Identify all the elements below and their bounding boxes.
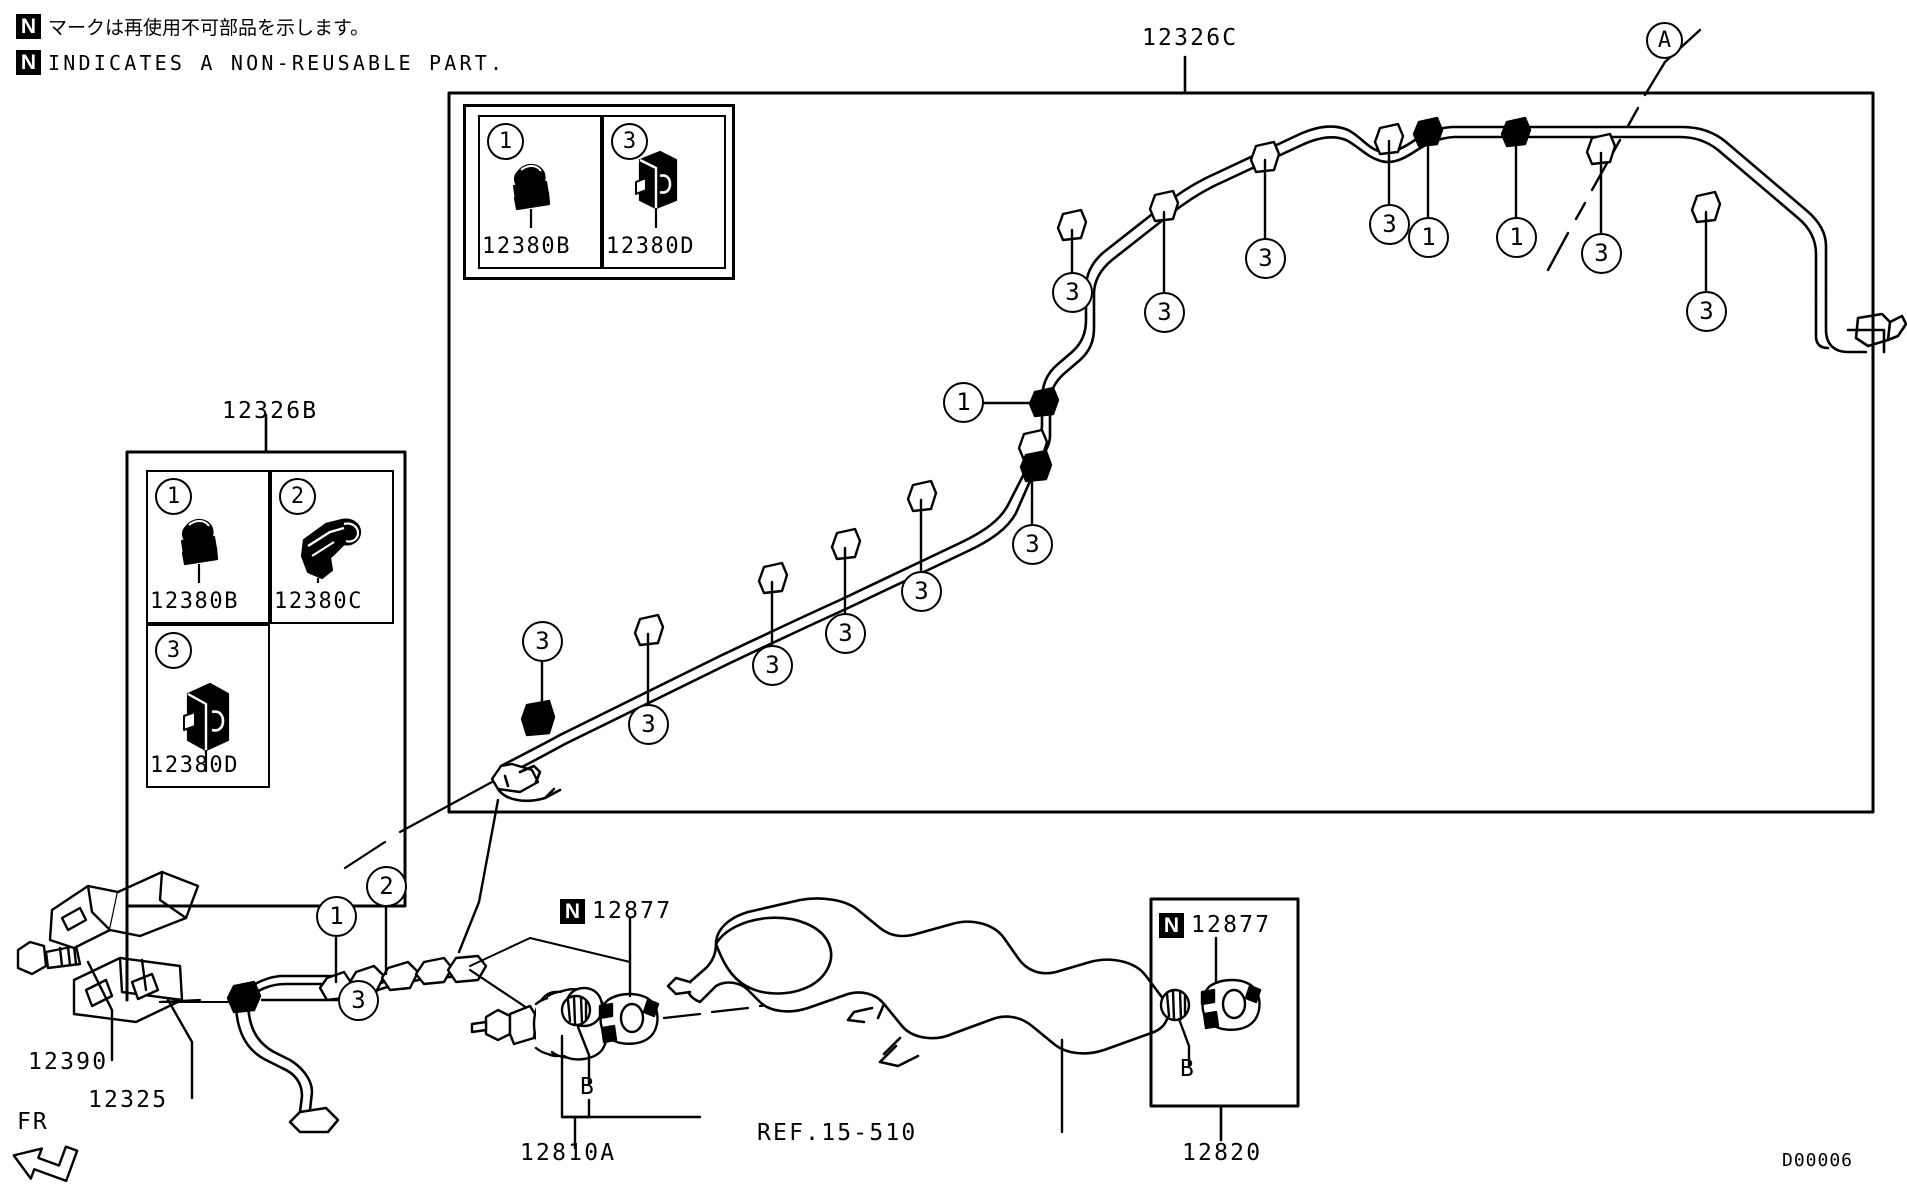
reference-label-15-510: REF.15-510 (757, 1120, 918, 1146)
orientation-label-fr: FR (17, 1109, 49, 1135)
note-row-english: N INDICATES A NON-REUSABLE PART. (16, 50, 505, 75)
non-reusable-badge-icon: N (1159, 912, 1184, 938)
legend-callout-12326c-1: 1 (487, 123, 524, 160)
part-label-12877-center: 12877 (592, 898, 673, 924)
legend-callout-12326c-2: 3 (611, 123, 648, 160)
callout-bubble: 3 (522, 621, 563, 662)
non-reusable-label-12877-box: N 12877 (1159, 912, 1271, 938)
non-reusable-label-12877-center: N 12877 (560, 898, 672, 924)
diagram-code: D00006 (1782, 1150, 1854, 1171)
note-text-english: INDICATES A NON-REUSABLE PART. (48, 50, 506, 75)
part-label-12877-box: 12877 (1191, 912, 1272, 938)
callout-bubble: 3 (1686, 291, 1727, 332)
callout-bubble: 3 (752, 645, 793, 686)
callout-bubble: 3 (901, 571, 942, 612)
legend-part-12326b-3: 12380D (150, 753, 240, 778)
callout-bubble: 3 (825, 613, 866, 654)
part-label-12390: 12390 (28, 1049, 109, 1075)
non-reusable-badge-icon: N (560, 898, 585, 924)
callout-bubble: 3 (1052, 272, 1093, 313)
legend-cell-12326b-2 (270, 470, 394, 624)
assembly-label-12810a: 12810A (520, 1140, 617, 1166)
callout-bubble: 1 (943, 382, 984, 423)
callout-bubble: 1 (1408, 217, 1449, 258)
section-marker-a: A (1646, 22, 1683, 59)
legend-callout-12326b-3: 3 (155, 632, 192, 669)
callout-bubble: 3 (1581, 233, 1622, 274)
callout-bubble: 3 (1245, 238, 1286, 279)
legend-title-12326b: 12326B (222, 398, 319, 424)
legend-part-12326b-2: 12380C (274, 589, 364, 614)
callout-bubble-lower-1: 1 (316, 896, 357, 937)
main-panel-title: 12326C (1142, 25, 1239, 51)
part-label-12325: 12325 (88, 1087, 169, 1113)
box-title-12820: 12820 (1182, 1140, 1263, 1166)
callout-bubble: 3 (628, 704, 669, 745)
callout-bubble-lower-2: 2 (366, 866, 407, 907)
note-row-japanese: N マークは再使用不可部品を示します。 (16, 13, 369, 40)
callout-bubble: 3 (1369, 204, 1410, 245)
note-text-japanese: マークは再使用不可部品を示します。 (48, 17, 370, 39)
non-reusable-badge-icon: N (16, 50, 41, 75)
sub-marker-b-box: B (1180, 1056, 1194, 1082)
legend-part-12326b-1: 12380B (150, 589, 240, 614)
legend-callout-12326b-1: 1 (155, 478, 192, 515)
sub-marker-b-center: B (580, 1074, 594, 1100)
callout-bubble: 3 (1144, 292, 1185, 333)
legend-callout-12326b-2: 2 (279, 478, 316, 515)
non-reusable-badge-icon: N (16, 14, 41, 39)
callout-bubble: 3 (1012, 524, 1053, 565)
callout-bubble-lower-3: 3 (338, 980, 379, 1021)
callout-bubble: 1 (1496, 217, 1537, 258)
legend-part-12326c-1: 12380B (482, 234, 572, 259)
legend-part-12326c-2: 12380D (606, 234, 696, 259)
